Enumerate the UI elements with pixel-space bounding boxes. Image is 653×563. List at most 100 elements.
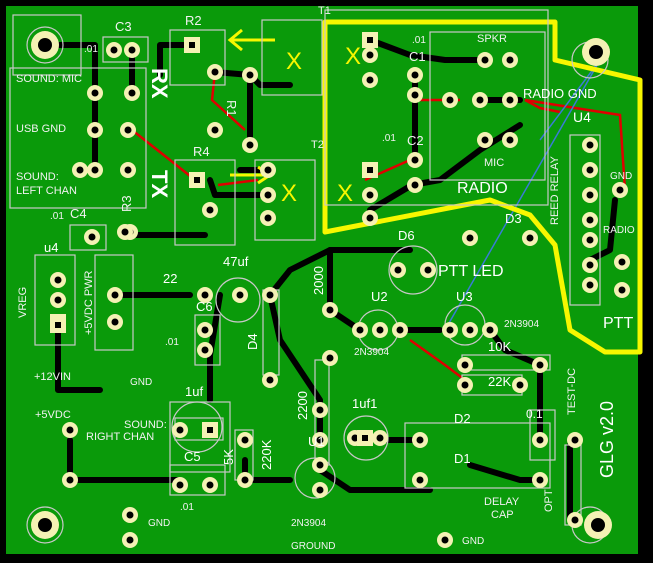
pad-hole — [366, 51, 374, 59]
pad-hole — [366, 214, 374, 222]
pad-hole — [264, 191, 272, 199]
label-d3: D3 — [505, 211, 522, 226]
pad-hole — [367, 167, 373, 173]
label-mic: MIC — [484, 157, 505, 169]
label-r3: R3 — [119, 195, 134, 212]
blue-lines — [444, 59, 601, 331]
pad-hole — [91, 126, 99, 134]
label-opt: OPT — [543, 489, 555, 512]
pad-hole — [441, 536, 449, 544]
label-u3-part: 2N3904 — [504, 319, 540, 330]
label-c2-val: .01 — [382, 133, 396, 144]
label-vreg: VREG — [17, 286, 29, 318]
label-delay-2: CAP — [491, 509, 514, 521]
label-d4: D4 — [245, 333, 260, 350]
label-usb-gnd: USB GND — [16, 123, 67, 135]
pad-hole — [66, 476, 74, 484]
pad-hole — [536, 436, 544, 444]
pad-hole — [616, 186, 624, 194]
label-c47: 47uf — [223, 254, 249, 269]
label-sound-left-1: SOUND: — [16, 171, 59, 183]
pad-hole — [54, 296, 62, 304]
pad-hole — [326, 354, 334, 362]
pad-hole — [88, 233, 96, 241]
pad-hole — [128, 89, 136, 97]
pad-hole — [316, 436, 324, 444]
label-c6: C6 — [196, 299, 213, 314]
pad-hole — [416, 436, 424, 444]
label-c2: C2 — [407, 133, 424, 148]
pad-hole — [111, 318, 119, 326]
label-u1: U1 — [308, 434, 325, 449]
label-d2: D2 — [454, 411, 471, 426]
pad-hole — [536, 476, 544, 484]
pad-hole — [326, 306, 334, 314]
pad-hole — [466, 326, 474, 334]
label-gnd-bl: GND — [148, 518, 171, 529]
pad-hole — [128, 46, 136, 54]
pad-hole — [411, 181, 419, 189]
label-gnd-bottom: GND — [462, 536, 485, 547]
pad-hole — [362, 435, 368, 441]
pad-hole — [376, 434, 384, 442]
pad-hole — [586, 166, 594, 174]
label-r5k: 5K — [221, 449, 236, 465]
silk-outlines — [9, 9, 601, 526]
pad-hole — [356, 326, 364, 334]
label-r2: R2 — [185, 13, 202, 28]
label-sound-right-2: RIGHT CHAN — [86, 431, 155, 443]
label-r220k: 220K — [259, 439, 274, 470]
label-u2: U2 — [371, 289, 388, 304]
label-c3: C3 — [115, 19, 132, 34]
pad-hole — [76, 166, 84, 174]
mounting-holes — [31, 31, 612, 539]
label-gnd-right: GND — [610, 171, 633, 182]
pad-hole — [266, 376, 274, 384]
pad-hole — [466, 234, 474, 242]
pad-hole — [367, 37, 373, 43]
pads — [50, 32, 630, 548]
pad-hole — [446, 96, 454, 104]
pad-hole — [111, 291, 119, 299]
label-r22: 22 — [163, 271, 178, 286]
pad-hole — [618, 286, 626, 294]
pad-hole — [236, 291, 244, 299]
pad-hole — [264, 214, 272, 222]
label-5vdc-pwr: +5VDC PWR — [83, 270, 95, 336]
pad-hole — [481, 136, 489, 144]
label-delay-1: DELAY — [484, 496, 520, 508]
label-spkr: SPKR — [477, 33, 507, 45]
pad-hole — [211, 126, 219, 134]
label-r2200: 2200 — [295, 391, 310, 420]
label-sound-left-2: LEFT CHAN — [16, 185, 77, 197]
board-title: GLG v2.0 — [597, 400, 617, 478]
pad-hole — [571, 516, 579, 524]
pad-hole — [110, 46, 118, 54]
label-c1uf1: 1uf1 — [352, 396, 378, 411]
pad-hole — [536, 361, 544, 369]
pad-hole — [246, 141, 254, 149]
pad-hole — [476, 96, 484, 104]
pad-hole — [586, 281, 594, 289]
label-x4: X — [337, 180, 354, 207]
pad-hole — [571, 436, 579, 444]
label-c4-val: .01 — [50, 211, 64, 222]
pad-hole — [121, 228, 129, 236]
label-c6-val: .01 — [165, 337, 179, 348]
pad-hole — [264, 166, 272, 174]
pad-hole — [366, 191, 374, 199]
label-rx: RX — [147, 68, 172, 99]
pad-hole — [411, 71, 419, 79]
label-c1: C1 — [409, 49, 426, 64]
pad-hole — [201, 291, 209, 299]
label-r1: R1 — [224, 100, 239, 117]
label-x2: X — [345, 43, 362, 70]
label-r4: R4 — [193, 144, 210, 159]
pad-hole — [201, 326, 209, 334]
pad-hole — [124, 166, 132, 174]
pad-hole — [66, 426, 74, 434]
label-c1-val: .01 — [412, 35, 426, 46]
label-r22k: 22K — [488, 374, 512, 389]
pad-hole — [55, 322, 61, 328]
pad-hole — [586, 191, 594, 199]
